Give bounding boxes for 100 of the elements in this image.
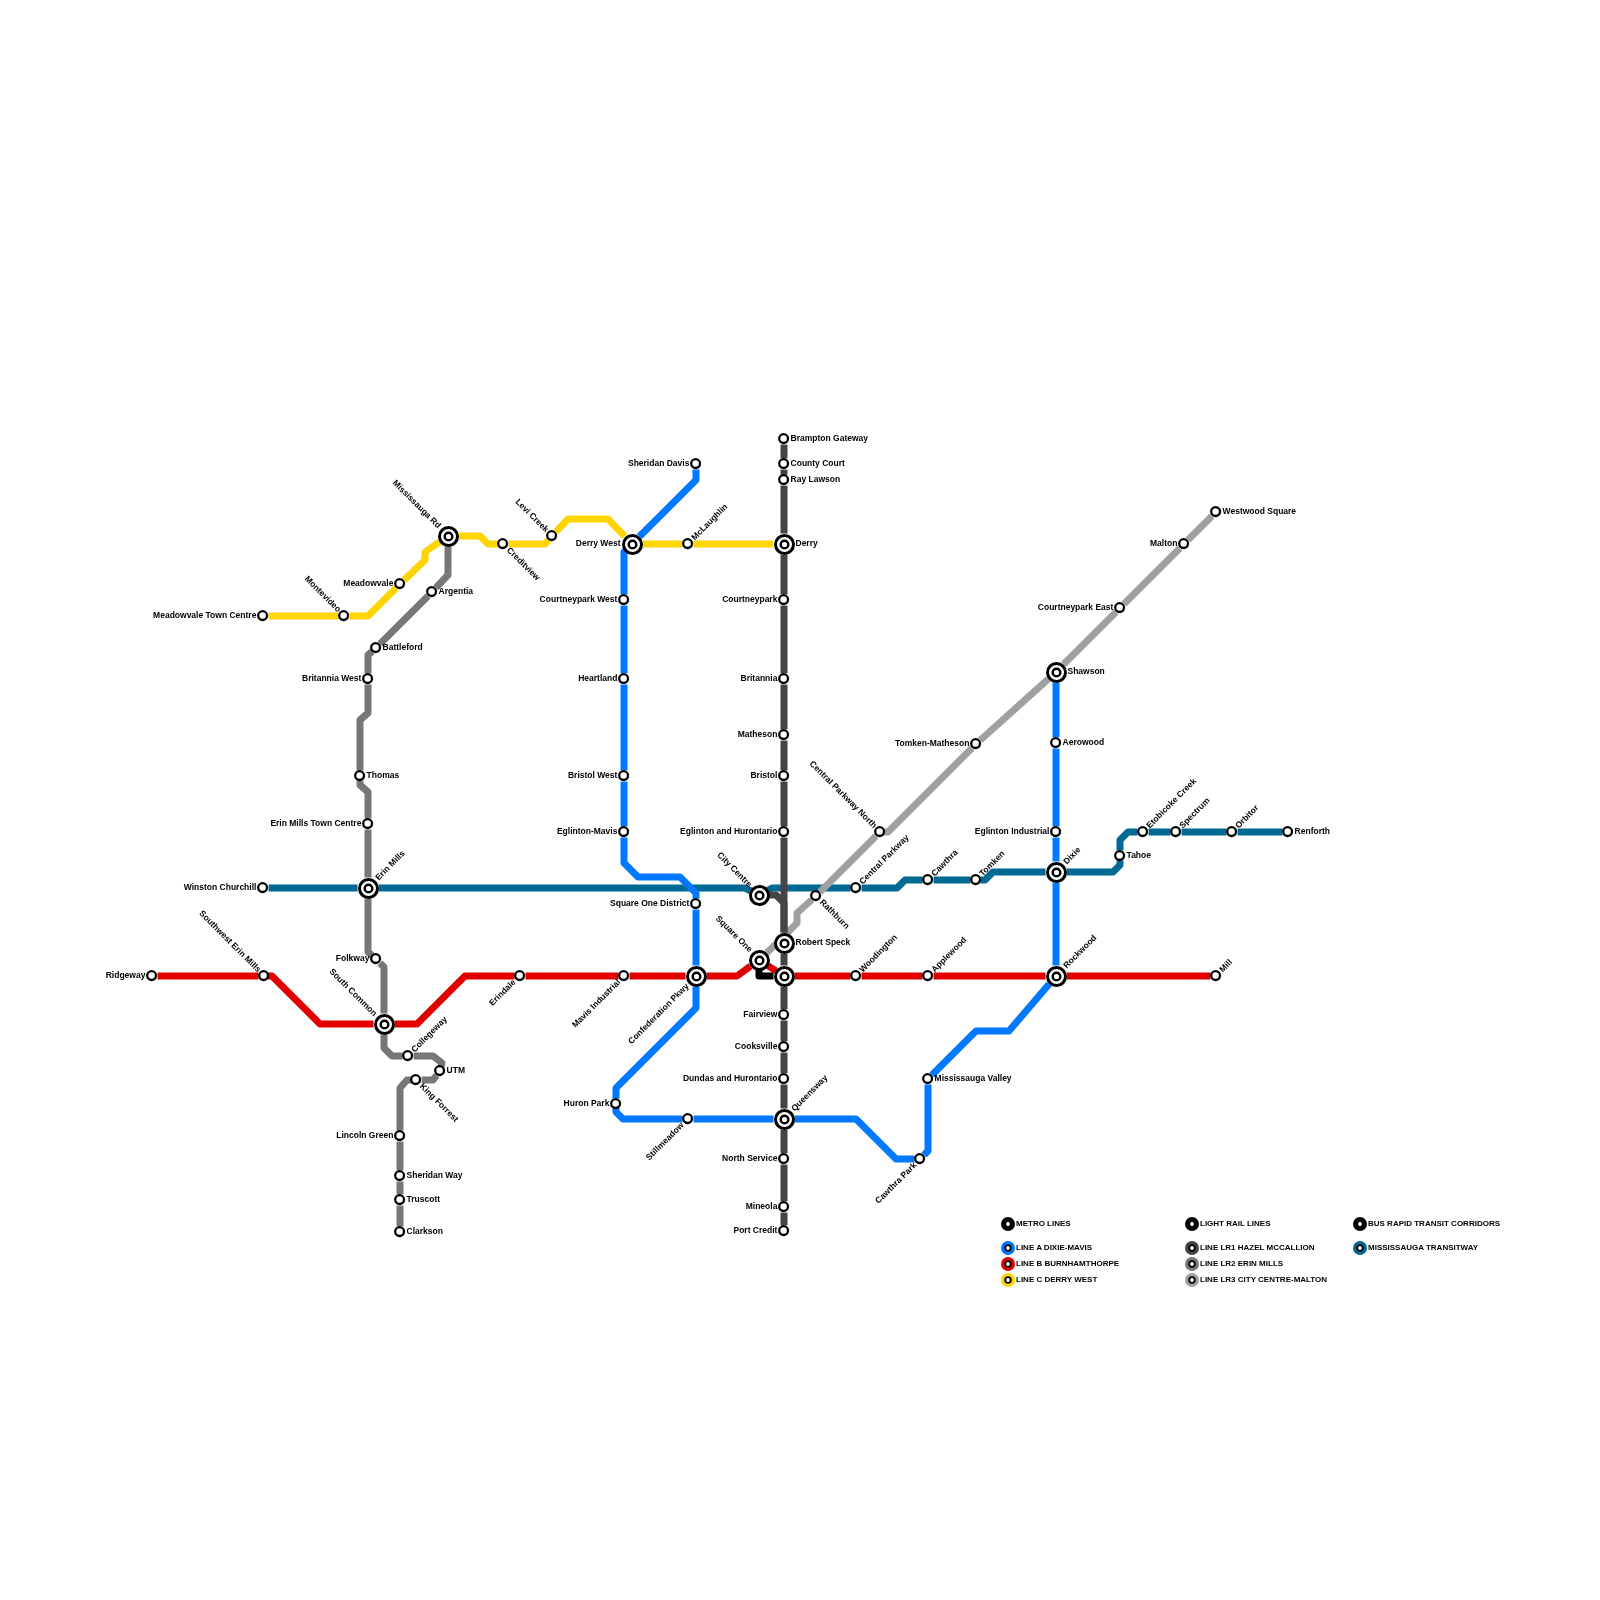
rail-line: [780, 684, 788, 730]
legend-text: LINE C DERRY WEST: [1016, 1275, 1098, 1285]
station-name: Clarkson: [406, 1227, 443, 1237]
rail-line: [268, 884, 358, 892]
station-name: Mill: [1217, 957, 1235, 975]
rail-line: [433, 546, 452, 591]
rail-line: [780, 605, 788, 674]
rail-line: [396, 1205, 404, 1227]
rail-line: [413, 1052, 446, 1068]
station-name: Renforth: [1294, 827, 1330, 837]
rail-line: [612, 986, 700, 1099]
rail-line: [780, 1129, 788, 1154]
station-name: Ridgeway: [105, 971, 146, 981]
rail-line: [817, 833, 879, 895]
rail-line: [401, 539, 442, 583]
station-name: Aerowood: [1062, 738, 1105, 748]
station-name: Bristol West: [567, 771, 618, 781]
rail-line: [780, 781, 788, 827]
station-name: Brampton Gateway: [790, 434, 869, 444]
legend-text: LINE A DIXIE-MAVIS: [1016, 1243, 1093, 1253]
rail-line: [553, 515, 628, 539]
rail-line: [765, 962, 778, 974]
rail-line: [377, 960, 388, 1014]
station-name: Cooksville: [734, 1042, 778, 1052]
rail-line: [1066, 972, 1211, 980]
station-name: Lincoln Green: [336, 1131, 394, 1141]
station-name: Tahoe: [1126, 851, 1151, 861]
station-name: Mississauga Valley: [934, 1074, 1012, 1084]
rail-line: [780, 1164, 788, 1202]
rail-line: [629, 972, 686, 980]
rail-line: [780, 1212, 788, 1226]
rail-line: [380, 1034, 403, 1060]
rail-line: [620, 605, 628, 674]
station-name: Tomken-Matheson: [894, 739, 970, 749]
rail-line: [1060, 609, 1119, 668]
rail-line: [794, 1115, 915, 1163]
rail-line: [1066, 860, 1124, 876]
rail-line: [364, 829, 372, 878]
legend-text: BUS RAPID TRANSIT CORRIDORS: [1368, 1219, 1500, 1229]
rail-line: [268, 972, 374, 1028]
rail-line: [933, 972, 1046, 980]
rail-line: [1181, 828, 1227, 836]
rail-line: [620, 781, 628, 827]
rail-line: [1148, 828, 1171, 836]
legend-text: MISSISSAUGA TRANSITWAY: [1368, 1243, 1479, 1253]
rail-line: [1052, 882, 1060, 966]
rail-line: [394, 972, 515, 1028]
rail-line: [861, 972, 923, 980]
rail-line: [780, 986, 788, 1010]
rail-line: [364, 648, 375, 674]
station-name: Robert Speck: [795, 938, 851, 948]
rail-line: [692, 909, 700, 966]
legend-text: LINE LR3 CITY CENTRE-MALTON: [1200, 1275, 1328, 1285]
station-name: Courtneypark East: [1037, 603, 1114, 613]
rail-line: [763, 884, 851, 895]
station-name: Dundas and Hurontario: [682, 1074, 778, 1084]
station-name: Derry: [795, 539, 818, 549]
rail-line: [929, 981, 1052, 1078]
rail-line: [706, 963, 753, 980]
rail-line: [349, 585, 399, 620]
rail-line: [693, 1115, 774, 1123]
rail-line: [508, 537, 552, 548]
station-name: Meadowvale: [343, 579, 394, 589]
legend-text: METRO LINES: [1016, 1219, 1071, 1229]
station-name: Bristol: [750, 771, 778, 781]
rail-line: [1121, 545, 1183, 607]
station-name: Square One District: [610, 899, 690, 909]
station-name: Shawson: [1067, 667, 1105, 677]
station-name: Battleford: [382, 643, 423, 653]
rail-line: [780, 953, 788, 966]
legend-text: LINE LR1 HAZEL MCCALLION: [1200, 1243, 1315, 1253]
station-name: Truscott: [406, 1195, 441, 1205]
station-name: UTM: [446, 1066, 465, 1076]
rail-line: [1052, 837, 1060, 862]
rail-line: [780, 1084, 788, 1109]
station-name: Port Credit: [733, 1226, 778, 1236]
rail-line: [396, 1141, 404, 1171]
legend-text: LINE B BURNHAMTHORPE: [1016, 1259, 1120, 1269]
station-name: Sheridan Davis: [627, 459, 690, 469]
rail-line: [933, 876, 971, 884]
station-name: Courtneypark: [722, 595, 778, 605]
rail-line: [980, 868, 1046, 884]
rail-line: [755, 968, 774, 980]
rail-line: [356, 684, 372, 771]
station-name: Meadowvale Town Centre: [153, 611, 257, 621]
rail-line: [1185, 513, 1215, 543]
rail-line: [458, 532, 498, 548]
rail-line: [525, 972, 619, 980]
rail-line: [378, 884, 754, 895]
rail-line: [693, 540, 774, 548]
station-name: Erin Mills Town Centre: [270, 819, 362, 829]
station-name: Eglinton and Hurontario: [680, 827, 778, 837]
rail-line: [1052, 682, 1060, 738]
station-name: Matheson: [737, 730, 778, 740]
station-name: Fairview: [743, 1010, 778, 1020]
station-name: Heartland: [578, 674, 618, 684]
rail-line: [780, 740, 788, 771]
rail-line: [636, 469, 700, 540]
rail-line: [884, 745, 975, 836]
rail-line: [780, 554, 788, 595]
